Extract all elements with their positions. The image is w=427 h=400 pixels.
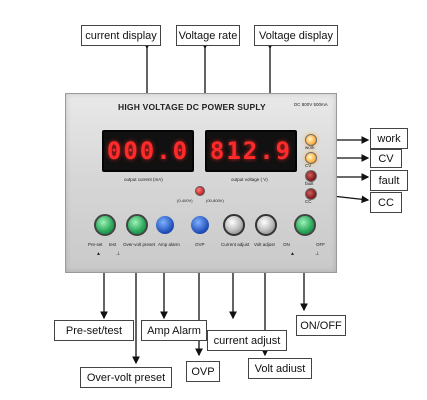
callout-current-adjust: current adjust [207, 330, 287, 351]
voltage-meter-label: output voltage ( V) [231, 177, 268, 182]
on-off-button[interactable] [294, 214, 316, 236]
current-meter-digits: 000.0 [106, 137, 190, 165]
voltage-range-button[interactable] [195, 186, 205, 196]
callout-ovp: OVP [186, 361, 220, 382]
callout-current-display: current display [81, 25, 161, 46]
test-label: test [109, 242, 117, 247]
test-indicator-icon: ⊥ [116, 251, 121, 257]
on-indicator-icon: ▲ [290, 251, 295, 257]
callout-work: work [370, 128, 408, 149]
work-lamp-label: work [305, 145, 315, 150]
voltage-meter-digits: 812.9 [209, 137, 293, 165]
amp-alarm-label: Amp alarm [158, 242, 180, 247]
preset-indicator-icon: ▲ [96, 251, 101, 257]
off-label: OFF [316, 242, 325, 247]
range-high-label: (00-800V) [206, 198, 224, 203]
callout-amp-alarm: Amp Alarm [141, 320, 207, 341]
callout-preset-test: Pre-set/test [54, 320, 134, 341]
current-adjust-label: Current adjust [221, 242, 250, 247]
cv-lamp-label: CV [305, 163, 312, 168]
callout-fault: fault [370, 170, 408, 191]
callout-on-off: ON/OFF [296, 315, 346, 336]
volt-adjust-label: Volt adjust [254, 242, 275, 247]
work-lamp [305, 134, 317, 146]
off-indicator-icon: ⊥ [315, 251, 320, 257]
panel-title: HIGH VOLTAGE DC POWER SUPLY [118, 102, 266, 112]
cv-lamp [305, 152, 317, 164]
callout-voltage-rate: Voltage rate [176, 25, 240, 46]
callout-voltage-display: Voltage display [254, 25, 338, 46]
callout-cc: CC [370, 192, 402, 213]
overvolt-preset-label: Over-volt preset [123, 242, 156, 247]
on-label: ON [283, 242, 290, 247]
ovp-knob[interactable] [189, 214, 211, 236]
callout-over-volt-preset: Over-volt preset [80, 367, 172, 388]
current-meter-label: output current (mA) [124, 177, 163, 182]
cc-lamp-label: CC [305, 199, 312, 204]
panel-spec: DC 800V 500mA [294, 102, 328, 107]
voltage-meter: 812.9 [205, 130, 297, 172]
range-low-label: (0-400V) [177, 198, 193, 203]
current-meter: 000.0 [102, 130, 194, 172]
volt-adjust-knob[interactable] [255, 214, 277, 236]
power-supply-panel: HIGH VOLTAGE DC POWER SUPLY DC 800V 500m… [65, 93, 337, 273]
callout-volt-adjust: Volt adiust [248, 358, 312, 379]
current-adjust-knob[interactable] [223, 214, 245, 236]
overvolt-preset-button[interactable] [126, 214, 148, 236]
ovp-label: OVP [195, 242, 205, 247]
fault-lamp-label: fault [305, 181, 314, 186]
preset-label: Pre-set [88, 242, 103, 247]
fault-lamp [305, 170, 317, 182]
preset-test-button[interactable] [94, 214, 116, 236]
cc-lamp [305, 188, 317, 200]
callout-cv: CV [370, 149, 402, 168]
amp-alarm-knob[interactable] [154, 214, 176, 236]
